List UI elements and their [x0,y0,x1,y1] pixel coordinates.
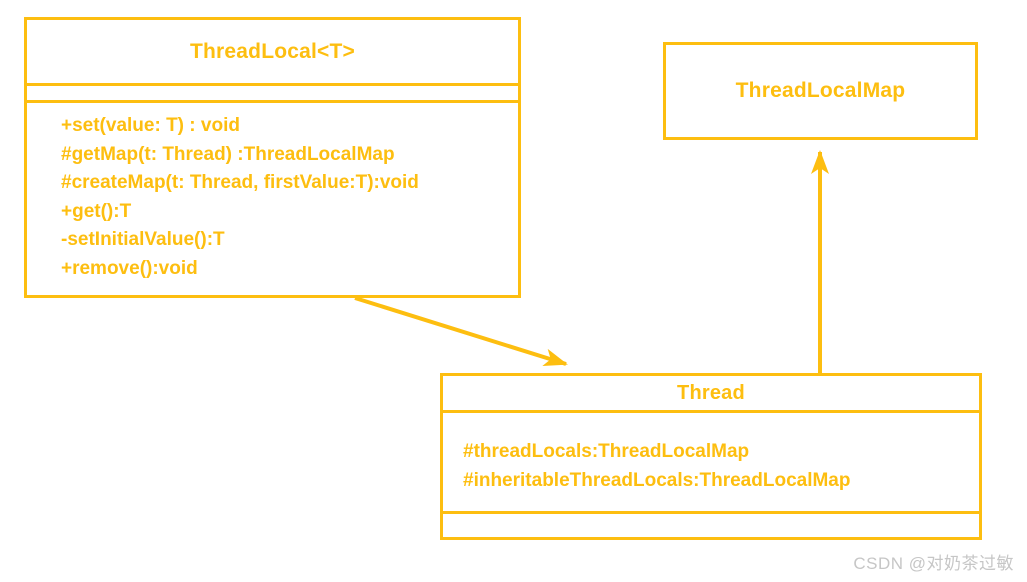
attribute-inheritablethreadlocals: #inheritableThreadLocals:ThreadLocalMap [463,469,851,491]
method-setinitialvalue: -setInitialValue():T [61,229,225,250]
class-title-thread: Thread [677,381,745,404]
arrow-threadlocal-to-thread [354,296,568,367]
method-get: +get():T [61,200,132,222]
attribute-threadlocals: #threadLocals:ThreadLocalMap [463,441,750,462]
method-getmap: #getMap(t: Thread) :ThreadLocalMap [61,143,395,165]
class-attributes-threadlocal-empty [27,83,518,100]
method-remove: +remove():void [61,257,198,279]
csdn-watermark: CSDN @对奶茶过敏 [853,554,1014,573]
method-createmap: #createMap(t: Thread, firstValue:T):void [61,172,419,193]
class-methods-threadlocal: +set(value: T) : void #getMap(t: Thread)… [27,100,518,295]
class-attributes-thread: #threadLocals:ThreadLocalMap #inheritabl… [443,410,979,511]
class-box-thread: Thread #threadLocals:ThreadLocalMap #inh… [440,373,982,540]
class-box-threadlocal: ThreadLocal<T> +set(value: T) : void #ge… [24,17,521,298]
class-methods-thread-empty [443,511,979,537]
class-box-threadlocalmap: ThreadLocalMap [663,42,978,140]
class-title-threadlocal: ThreadLocal<T> [189,39,356,63]
method-set: +set(value: T) : void [61,115,240,136]
class-title-threadlocalmap: ThreadLocalMap [735,79,906,102]
